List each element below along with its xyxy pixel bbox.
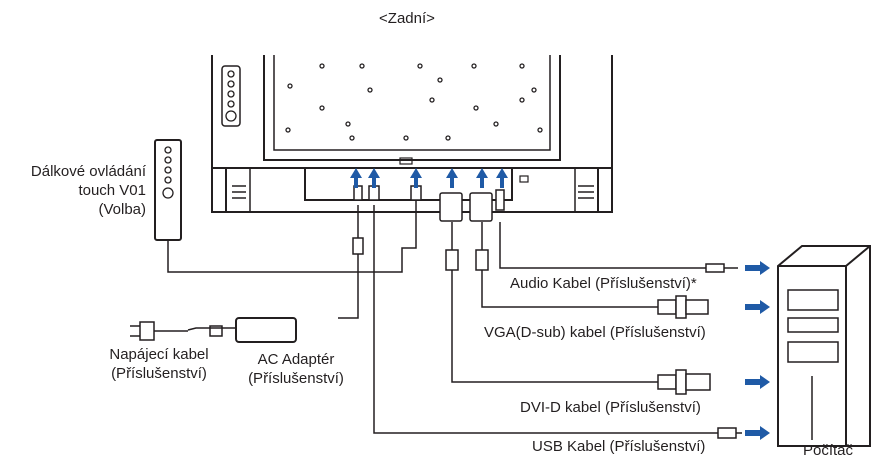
vga-cable-label: VGA(D-sub) kabel (Příslušenství): [484, 324, 706, 341]
port-plugs: [352, 185, 505, 271]
power-cable-label-line1: Napájecí kabel: [109, 346, 209, 363]
keypad-buttons: [225, 70, 237, 122]
power-cable-label-line2: (Příslušenství): [111, 365, 207, 382]
computer-arrows: [745, 261, 770, 440]
port-arrows: [350, 168, 508, 188]
view-title: <Zadní>: [379, 10, 435, 27]
computer-tower: [777, 245, 871, 447]
power-plug: [130, 321, 223, 341]
audio-cable-label: Audio Kabel (Příslušenství)*: [510, 275, 697, 292]
ac-adapter-device: [235, 317, 297, 343]
computer-label: Počítač: [802, 442, 854, 459]
usb-cable-label: USB Kabel (Příslušenství): [532, 438, 706, 455]
remote-label-line3: (Volba): [98, 201, 146, 218]
screw-holes: [285, 63, 543, 141]
ac-adapter-label-line1: AC Adaptér: [257, 351, 335, 368]
remote-control: [154, 139, 182, 241]
monitor-rear: [211, 55, 613, 213]
ac-adapter-label-line2: (Příslušenství): [248, 370, 344, 387]
dvi-cable-label: DVI-D kabel (Příslušenství): [520, 399, 701, 416]
remote-label-line2: touch V01: [78, 182, 146, 199]
remote-label-line1: Dálkové ovládání: [30, 163, 146, 180]
cable-end-connectors: [657, 263, 742, 439]
